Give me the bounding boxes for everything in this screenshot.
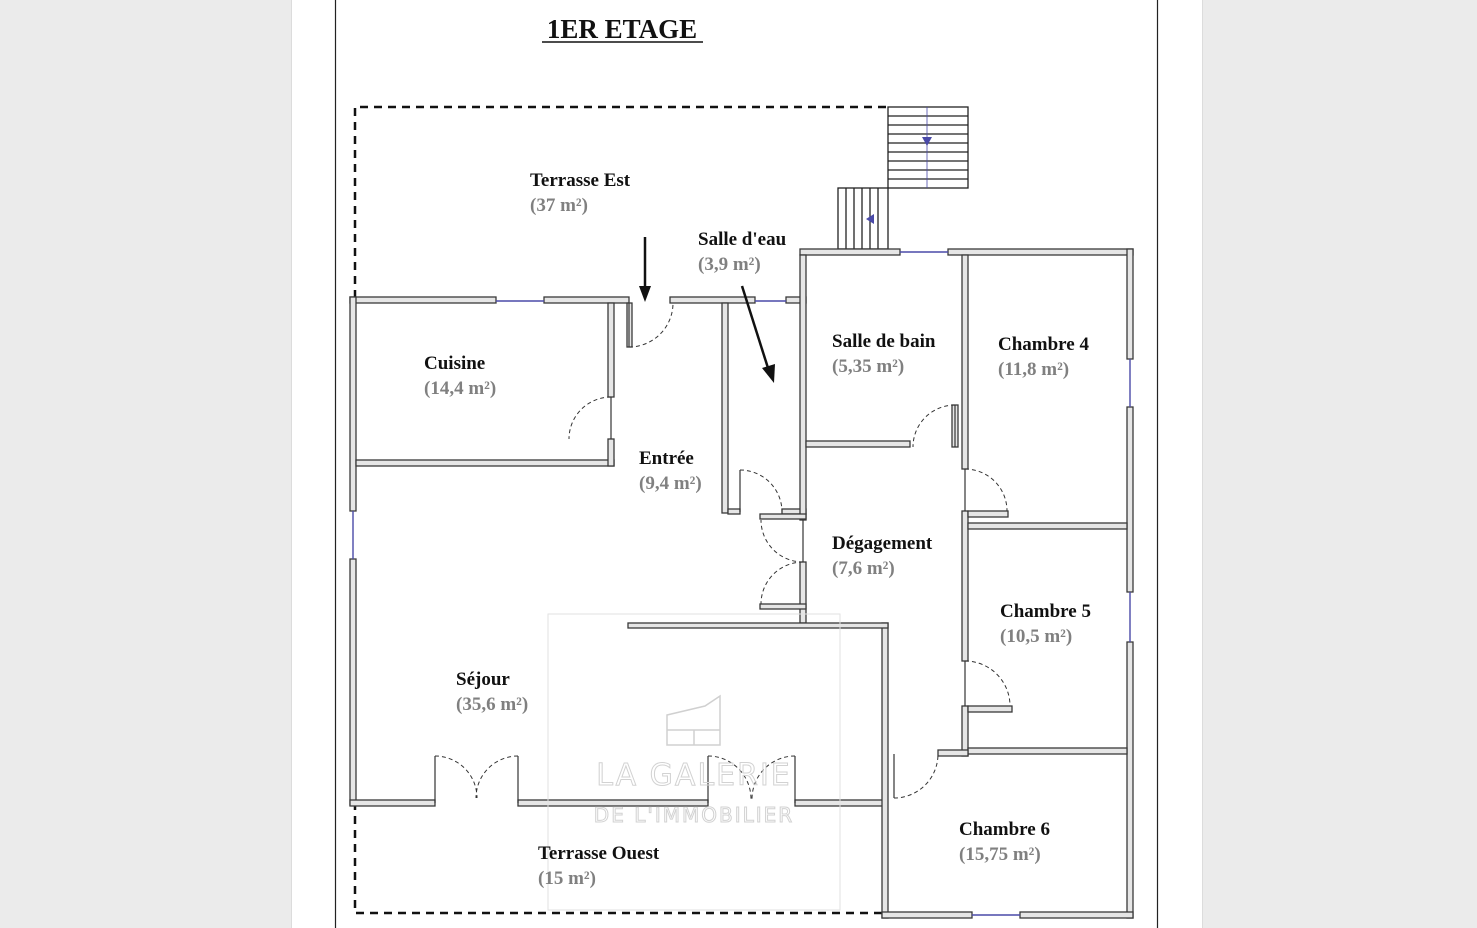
windows: [352, 251, 1131, 916]
room-terrasse-ouest: Terrasse Ouest (15 m²): [538, 843, 660, 889]
watermark-line1: LA GALERIE: [596, 758, 792, 793]
room-name: Chambre 6: [959, 819, 1050, 840]
room-sejour: Séjour (35,6 m²): [456, 669, 528, 715]
room-area: (10,5 m²): [1000, 626, 1072, 647]
room-degagement: Dégagement (7,6 m²): [832, 533, 933, 579]
room-name: Cuisine: [424, 353, 485, 374]
watermark-line2: DE L'IMMOBILIER: [594, 803, 794, 827]
room-area: (11,8 m²): [998, 359, 1069, 380]
room-name: Terrasse Ouest: [538, 843, 660, 864]
room-area: (15 m²): [538, 868, 596, 889]
room-terrasse-est: Terrasse Est (37 m²): [530, 170, 631, 216]
room-area: (37 m²): [530, 195, 588, 216]
room-area: (7,6 m²): [832, 558, 895, 579]
room-area: (3,9 m²): [698, 254, 761, 275]
doors: [434, 302, 1011, 803]
arrow-icon: [639, 237, 775, 383]
room-name: Salle d'eau: [698, 229, 787, 250]
room-name: Chambre 5: [1000, 601, 1091, 622]
room-name: Terrasse Est: [530, 170, 631, 191]
room-name: Chambre 4: [998, 334, 1089, 355]
room-name: Séjour: [456, 669, 510, 690]
room-area: (15,75 m²): [959, 844, 1041, 865]
room-cuisine: Cuisine (14,4 m²): [424, 353, 496, 399]
terrace-outline: [353, 105, 886, 915]
room-salle-de-bain: Salle de bain (5,35 m²): [832, 331, 936, 377]
room-chambre-5: Chambre 5 (10,5 m²): [1000, 601, 1091, 647]
room-area: (35,6 m²): [456, 694, 528, 715]
staircase: [837, 106, 969, 250]
room-entree: Entrée (9,4 m²): [639, 448, 702, 494]
room-area: (9,4 m²): [639, 473, 702, 494]
room-name: Salle de bain: [832, 331, 936, 352]
room-name: Entrée: [639, 448, 694, 469]
room-chambre-6: Chambre 6 (15,75 m²): [959, 819, 1050, 865]
room-area: (14,4 m²): [424, 378, 496, 399]
room-salle-deau: Salle d'eau (3,9 m²): [698, 229, 787, 275]
watermark-logo: LA GALERIE DE L'IMMOBILIER: [547, 613, 841, 911]
room-area: (5,35 m²): [832, 356, 904, 377]
room-name: Dégagement: [832, 533, 933, 554]
room-labels: Terrasse Est (37 m²) Salle d'eau (3,9 m²…: [424, 170, 1091, 889]
room-chambre-4: Chambre 4 (11,8 m²): [998, 334, 1089, 380]
plan-title: 1ER ETAGE: [547, 14, 697, 44]
